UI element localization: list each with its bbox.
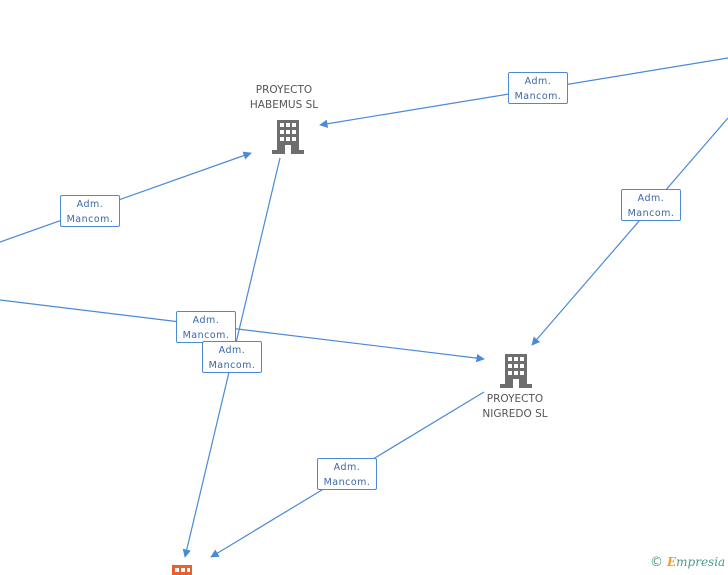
edge-label-line2: Mancom. — [323, 477, 371, 488]
node-label-line2: NIGREDO SL — [482, 408, 548, 420]
edge-label-line2: Mancom. — [66, 214, 114, 225]
brand-logo-text: mpresia — [676, 555, 726, 569]
empresia-watermark: © Empresia — [650, 555, 725, 570]
edge-label[interactable]: Adm. Mancom. — [176, 311, 236, 343]
edge-label[interactable]: Adm. Mancom. — [202, 341, 262, 373]
edge-label-line1: Adm. — [637, 193, 665, 204]
edge-label-line2: Mancom. — [627, 208, 675, 219]
building-icon[interactable] — [500, 354, 532, 388]
edge-left-to-nigredo — [0, 299, 485, 363]
node-label-habemus[interactable]: PROYECTO HABEMUS SL — [229, 83, 339, 113]
edge-label-line2: Mancom. — [182, 330, 230, 341]
edge-label[interactable]: Adm. Mancom. — [60, 195, 120, 227]
edge-label-line1: Adm. — [524, 76, 552, 87]
edge-right-to-nigredo — [531, 117, 728, 346]
edge-label-line2: Mancom. — [208, 360, 256, 371]
node-label-line1: PROYECTO — [486, 393, 544, 405]
edge-label[interactable]: Adm. Mancom. — [621, 189, 681, 221]
building-icon[interactable] — [272, 120, 304, 154]
brand-logo-e: E — [667, 555, 677, 569]
edge-label-line1: Adm. — [192, 315, 220, 326]
copyright-symbol: © — [650, 555, 663, 570]
node-label-line1: PROYECTO — [255, 84, 313, 96]
edge-label-line1: Adm. — [76, 199, 104, 210]
node-label-nigredo[interactable]: PROYECTO NIGREDO SL — [460, 392, 570, 422]
edge-label[interactable]: Adm. Mancom. — [317, 458, 377, 490]
building-icon-focus[interactable] — [168, 565, 196, 575]
edge-left-to-habemus — [0, 151, 252, 243]
edge-label-line2: Mancom. — [514, 91, 562, 102]
node-label-line2: HABEMUS SL — [249, 99, 319, 111]
edge-label-line1: Adm. — [333, 462, 361, 473]
edge-label-line1: Adm. — [218, 345, 246, 356]
edge-label[interactable]: Adm. Mancom. — [508, 72, 568, 104]
